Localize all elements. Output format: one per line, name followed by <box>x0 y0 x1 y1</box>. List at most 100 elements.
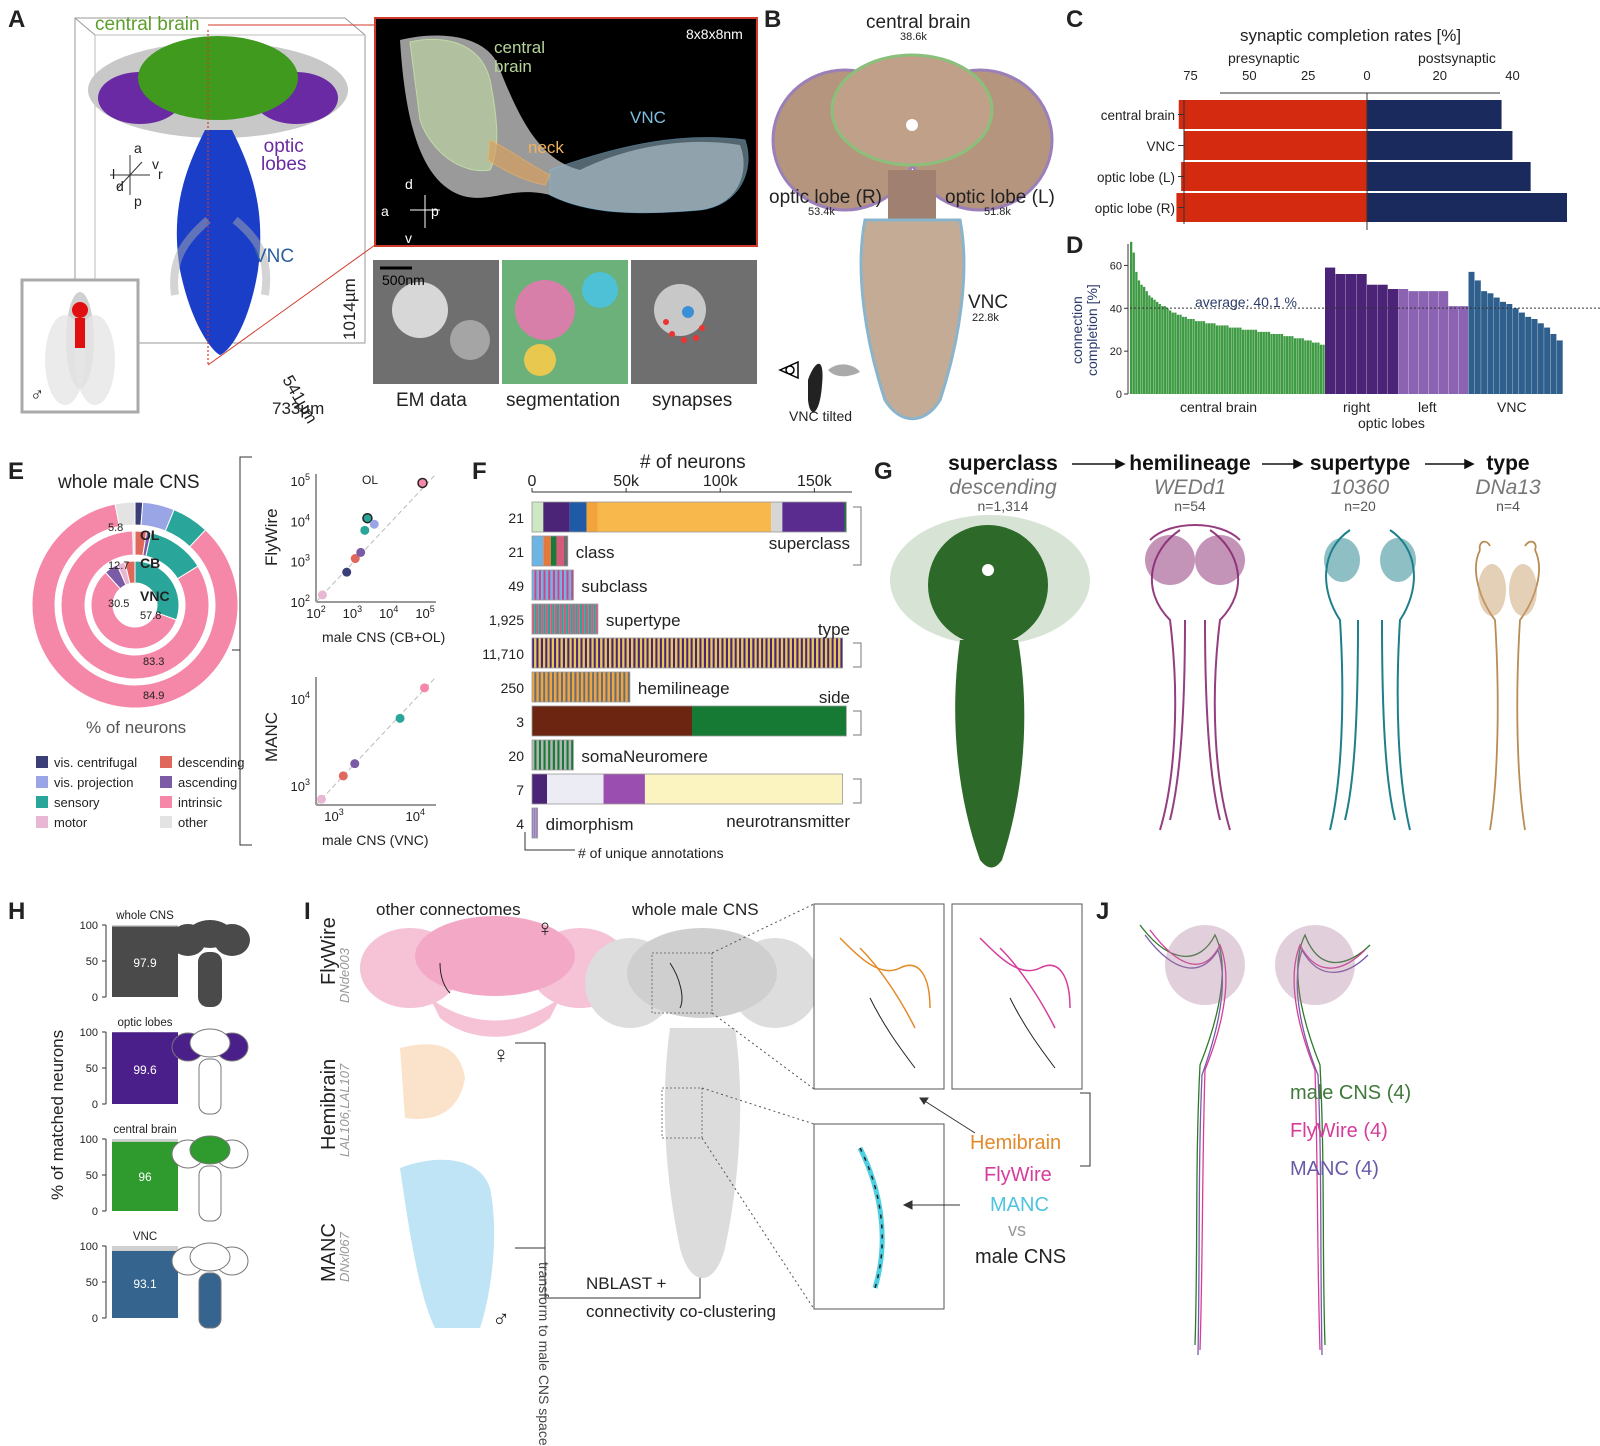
e-top-ytick-exp: 5 <box>305 472 310 482</box>
f-seg-3-5 <box>543 604 546 634</box>
d-bar-0-42 <box>1239 327 1242 394</box>
f-seg-7-12 <box>559 740 562 770</box>
f-seg-4-2 <box>536 638 539 668</box>
f-seg-3-13 <box>561 604 564 634</box>
i-flywire-id: DNde003 <box>337 948 352 1003</box>
a-dim-x: 733µm <box>272 399 325 418</box>
f-seg-2-6 <box>545 570 549 600</box>
j-manc-label: MANC (4) <box>1290 1158 1379 1180</box>
h-bar-value-0: 97.9 <box>133 956 157 970</box>
e-ring-cb: CB <box>140 555 161 571</box>
b-optic-lobe-l-label: optic lobe (L) <box>945 187 1055 208</box>
f-seg-2-3 <box>538 570 542 600</box>
f-seg-4-6 <box>545 638 548 668</box>
i-other-connectomes: other connectomes <box>376 900 521 919</box>
f-seg-4-139 <box>838 638 841 668</box>
d-bar-0-67 <box>1304 340 1307 394</box>
b-vnc-tilted-label: VNC tilted <box>789 408 853 424</box>
e-legend-item: motor <box>36 815 87 830</box>
e-legend-item: sensory <box>36 795 100 810</box>
f-seg-3-21 <box>579 604 582 634</box>
f-seg-4-40 <box>620 638 623 668</box>
f-seg-3-12 <box>559 604 562 634</box>
f-seg-4-115 <box>785 638 788 668</box>
f-seg-4-83 <box>714 638 718 668</box>
f-seg-4-27 <box>591 638 594 668</box>
d-bar-0-43 <box>1241 329 1245 394</box>
i-legend-hemibrain: Hemibrain <box>970 1132 1062 1154</box>
f-seg-5-7 <box>547 672 550 702</box>
f-seg-5-43 <box>627 672 630 702</box>
d-bar-0-44 <box>1244 329 1247 394</box>
c-bar-post-3 <box>1367 193 1567 222</box>
f-seg-7-10 <box>555 740 558 770</box>
f-row-label-7: somaNeuromere <box>581 747 708 766</box>
e-scatter-bottom-xlabel: male CNS (VNC) <box>322 832 429 848</box>
e-scatter-top-xlabel: male CNS (CB+OL) <box>322 629 446 645</box>
f-seg-4-116 <box>787 638 790 668</box>
d-bar-0-38 <box>1228 327 1232 394</box>
c-category-label-1: VNC <box>1146 139 1175 154</box>
f-row-label-9: dimorphism <box>546 815 634 834</box>
d-bar-0-60 <box>1286 336 1289 394</box>
d-ytick-label-60: 60 <box>1110 260 1122 272</box>
i-legend-male-cns: male CNS <box>975 1246 1067 1268</box>
e-bottom-xtick-exp: 3 <box>339 807 344 817</box>
f-seg-3-6 <box>545 604 548 634</box>
i-nblast-label: NBLAST + <box>586 1274 667 1293</box>
e-scatter-ol-label: OL <box>362 473 379 487</box>
d-bar-0-48 <box>1254 329 1258 394</box>
c-postsynaptic-label: postsynaptic <box>1418 50 1496 66</box>
e-legend-swatch <box>36 816 48 828</box>
e-legend-label: descending <box>178 755 245 770</box>
f-seg-5-39 <box>618 672 621 702</box>
f-seg-4-21 <box>578 638 581 668</box>
f-seg-4-91 <box>732 638 735 668</box>
e-bottom-point-2 <box>350 759 360 769</box>
a-central-brain-label: central brain <box>95 14 200 35</box>
f-seg-1-2 <box>550 536 557 566</box>
f-seg-4-86 <box>721 638 724 668</box>
f-seg-4-31 <box>600 638 603 668</box>
f-seg-4-75 <box>697 638 700 668</box>
f-seg-4-129 <box>816 638 819 668</box>
f-seg-4-133 <box>824 638 828 668</box>
f-seg-3-7 <box>547 604 551 634</box>
f-seg-4-135 <box>829 638 832 668</box>
f-seg-4-57 <box>657 638 660 668</box>
f-seg-3-10 <box>554 604 557 634</box>
a-vnc-label: VNC <box>254 246 295 267</box>
d-bar-0-52 <box>1265 331 1268 394</box>
d-bar-0-3 <box>1137 280 1141 394</box>
a-inset-neck: neck <box>528 138 564 157</box>
b-optic-lobe-l-count: 51.8k <box>984 206 1011 218</box>
f-seg-5-30 <box>598 672 601 702</box>
a-inset-axis-d: d <box>405 176 413 192</box>
d-bar-0-68 <box>1306 340 1310 394</box>
panel-i-label: I <box>304 898 311 925</box>
f-seg-5-24 <box>585 672 588 702</box>
b-vnc-count: 22.8k <box>972 312 999 324</box>
f-seg-4-14 <box>562 638 566 668</box>
f-seg-4-20 <box>576 638 579 668</box>
e-top-point-1 <box>342 567 352 577</box>
d-bar-2-1 <box>1408 291 1419 394</box>
f-seg-5-19 <box>574 672 577 702</box>
f-seg-4-49 <box>639 638 643 668</box>
e-top-ytick-100000: 105 <box>291 472 310 489</box>
d-bar-0-58 <box>1280 334 1284 394</box>
f-seg-4-134 <box>827 638 830 668</box>
d-bar-0-29 <box>1205 323 1208 394</box>
f-seg-4-110 <box>774 638 777 668</box>
e-slice-OL-3 <box>31 503 239 709</box>
d-bar-0-7 <box>1148 295 1151 394</box>
f-seg-3-9 <box>552 604 555 634</box>
f-seg-5-32 <box>603 672 606 702</box>
f-seg-4-65 <box>675 638 678 668</box>
f-seg-4-112 <box>778 638 781 668</box>
d-bar-0-51 <box>1262 331 1265 394</box>
e-top-point-7 <box>417 477 428 489</box>
d-bar-0-41 <box>1236 327 1239 394</box>
g-level-n: n=20 <box>1344 498 1376 514</box>
f-xtick-label-0: 0 <box>528 473 537 490</box>
